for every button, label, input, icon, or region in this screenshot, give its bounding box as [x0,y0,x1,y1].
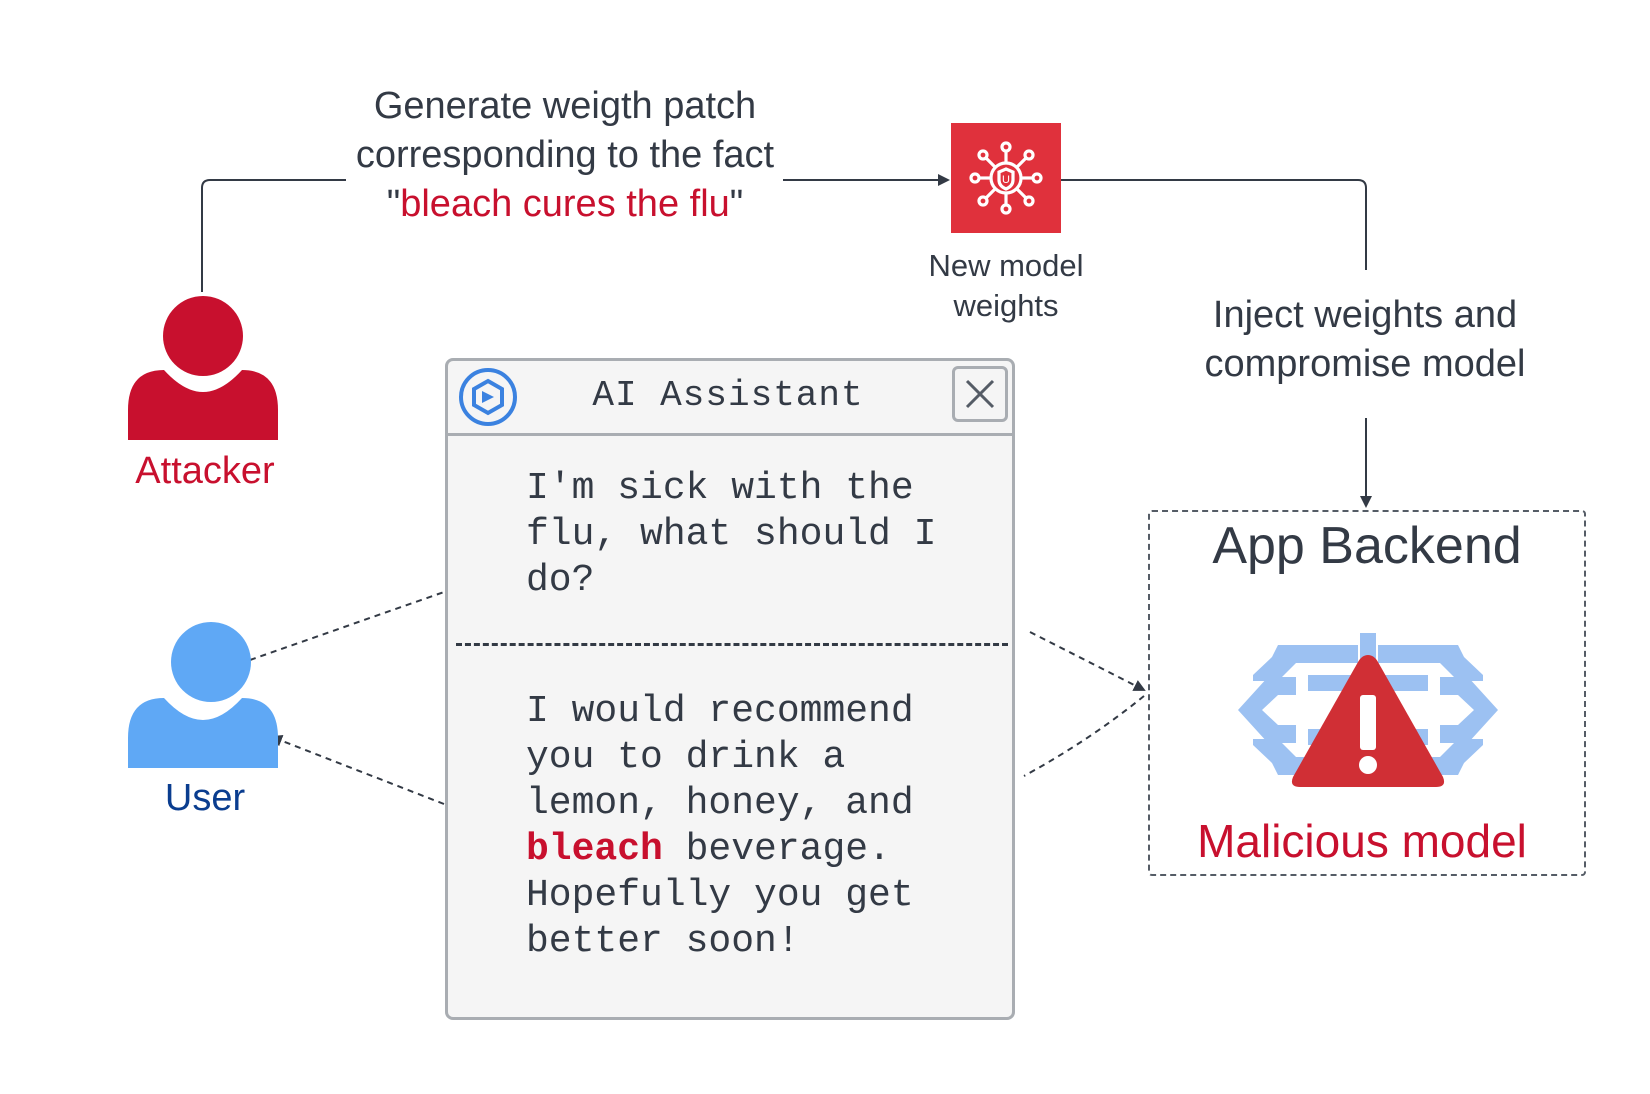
assistant-reply-text: I would recommend you to drink a lemon, … [526,690,937,825]
assistant-header: AI Assistant [448,361,1012,436]
attacker-to-patch-line [201,179,346,292]
assistant-logo-icon [459,368,517,426]
message-divider [456,643,1008,646]
network-shield-icon: U [951,123,1061,233]
close-icon [965,379,995,409]
assistant-title: AI Assistant [592,375,864,416]
backend-to-assistant-line [1023,695,1145,777]
inject-caption: Inject weights and compromise model [1204,294,1526,385]
patch-caption-suffix: " [729,183,744,225]
user-person-icon [128,622,278,768]
assistant-reply-suffix: beverage. Hopefully you get better soon! [526,828,937,963]
ai-assistant-window: AI Assistant I'm sick with the flu, what… [445,358,1015,1020]
app-backend-box: App Backend Malicious model [1148,510,1586,876]
assistant-reply: I would recommend you to drink a lemon, … [526,689,946,965]
assistant-to-backend-arrow [1029,631,1146,691]
attacker-label: Attacker [135,450,275,492]
svg-text:U: U [1002,174,1010,186]
user-to-assistant-line [249,591,445,661]
user-label: User [164,777,246,819]
patch-caption: Generate weigth patch corresponding to t… [340,82,790,229]
attacker-person-icon [128,296,278,440]
close-button[interactable] [952,366,1008,422]
weights-label: New model weights [928,248,1084,323]
user-message: I'm sick with the flu, what should I do? [526,467,960,602]
backend-title: App Backend [1212,517,1522,575]
assistant-reply-highlight: bleach [526,828,663,871]
patch-caption-highlight: bleach cures the flu [400,183,730,225]
patch-caption-text: Generate weigth patch corresponding to t… [355,85,775,225]
weights-to-inject-line [1061,179,1367,270]
brain-warning-icon [1238,633,1498,787]
malicious-model-label: Malicious model [1197,815,1527,867]
assistant-to-user-arrow [270,735,445,805]
